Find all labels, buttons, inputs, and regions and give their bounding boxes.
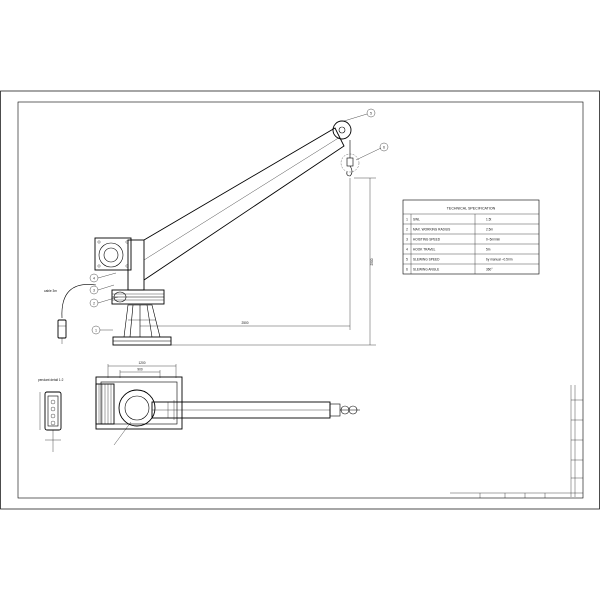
balloon-3: 3 (89, 285, 99, 295)
spec-no: 3 (406, 237, 408, 241)
pendant-detail-label: pendant detail 1:2 (38, 378, 64, 382)
crane-plan (95, 364, 360, 446)
spec-no: 4 (406, 247, 408, 251)
balloon-4: 4 (89, 273, 99, 283)
balloon-5: 5 (366, 108, 376, 118)
pendant-detail (39, 391, 62, 452)
outer-border (0, 90, 600, 510)
svg-text:3: 3 (93, 288, 95, 292)
spec-value: 360° (486, 267, 493, 271)
svg-text:2500: 2500 (241, 321, 248, 325)
spec-item: SWL (413, 217, 420, 221)
crane-elevation (94, 113, 382, 346)
spec-value: by manual ~0.5r/m (486, 257, 513, 261)
spec-item: SLEWING SPEED (413, 257, 440, 261)
svg-text:4: 4 (93, 276, 95, 280)
cable-label: cable 3m (44, 289, 57, 293)
svg-text:5: 5 (370, 111, 372, 115)
title-block (450, 385, 583, 498)
spec-value: 0~5m/min (486, 237, 500, 241)
spec-item: MAX. WORKING RADIUS (413, 227, 450, 231)
balloon-2: 2 (89, 298, 99, 308)
inner-border (17, 101, 584, 499)
svg-text:1: 1 (95, 328, 97, 332)
spec-item: SLEWING ANGLE (413, 267, 439, 271)
spec-value: 1.5t (486, 217, 491, 221)
spec-item: HOOK TRAVEL (413, 247, 436, 251)
spec-value: 2.5m (486, 227, 493, 231)
balloon-1: 1 (91, 325, 101, 335)
spec-item: HOISTING SPEED (413, 237, 441, 241)
svg-text:6: 6 (383, 145, 385, 149)
spec-no: 2 (406, 227, 408, 231)
spec-no: 6 (406, 267, 408, 271)
spec-value: 5m (486, 247, 491, 251)
spec-title: TECHNICAL SPECIFICATION (447, 207, 496, 211)
dimension-plan-a: 1200 (138, 361, 145, 365)
svg-text:2500: 2500 (370, 258, 374, 265)
spec-table: TECHNICAL SPECIFICATION 1 SWL 1.5t 2 MAX… (402, 199, 540, 275)
spec-no: 5 (406, 257, 408, 261)
dimension-plan-b: 900 (137, 368, 143, 372)
dimension-reach: 2500 (140, 178, 351, 330)
balloon-6: 6 (379, 142, 389, 152)
spec-no: 1 (406, 217, 408, 221)
dimension-height: 2500 (171, 177, 376, 346)
svg-text:2: 2 (93, 301, 95, 305)
pendant-cable (57, 284, 97, 344)
